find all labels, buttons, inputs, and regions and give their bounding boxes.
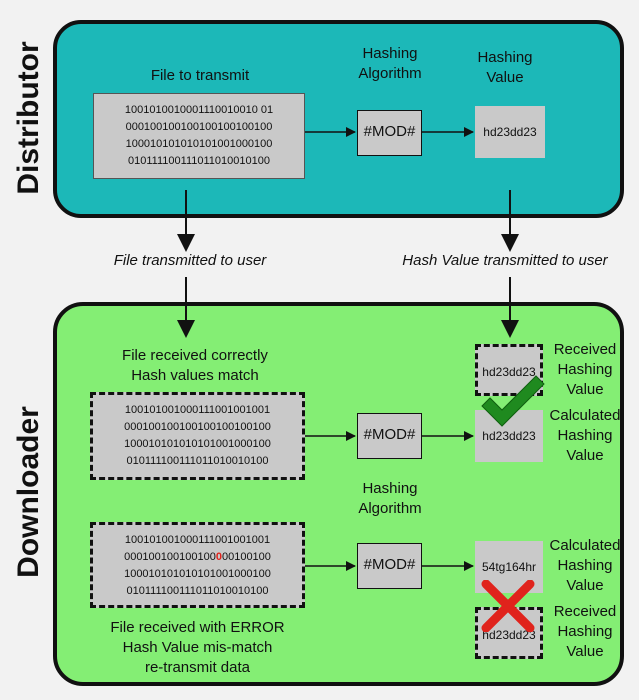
hashing-value-title-line1: Hashing [477,49,533,66]
file-to-transmit-title: File to transmit [150,67,250,84]
file-transmitted-label: File transmitted to user [113,252,267,269]
hashing-value-title-line2: Value [486,69,524,86]
file-line: 010111100111011010010100 [126,455,269,467]
calculated-label-line3: Value [566,447,604,464]
file-line: 100010101010101001000100 [125,138,273,150]
error-bit: 0 [215,551,222,563]
file-line: 100010101010101001000100 [124,438,271,450]
downloader-algo-title-line2: Algorithm [358,500,422,517]
calculated-hash-box-ok: hd23dd23 [475,410,543,462]
err-received-label-line1: Received [553,603,617,620]
hashing-algorithm-title-line1: Hashing [362,45,418,62]
file-line: 010111100111011010010100 [128,155,270,167]
ok-title-line1: File received correctly [122,347,268,364]
err-received-label-line3: Value [566,643,604,660]
hashing-algorithm-title-line2: Algorithm [358,65,422,82]
file-line: 010111100111011010010100 [126,585,269,597]
check-icon [481,375,545,427]
err-received-label-line2: Hashing [557,623,613,640]
received-file-ok-box: 100101001000111001001001 000100100100100… [90,392,305,480]
received-label-line2: Hashing [557,361,613,378]
err-calculated-label-line3: Value [566,577,604,594]
err-calculated-label-line2: Hashing [557,557,613,574]
mod-algorithm-box: #MOD# [357,110,422,156]
file-line-with-error: 000100100100100000100100 [124,551,271,563]
err-calculated-label-line1: Calculated [549,537,621,554]
mod-algorithm-box-ok: #MOD# [357,413,422,459]
file-line: 100010101010101001000100 [124,568,271,580]
file-line: 000100100100100100100100 [124,421,271,433]
hash-transmitted-label: Hash Value transmitted to user [402,252,608,269]
file-line: 1001010010001110010010 01 [124,104,274,116]
downloader-algo-title-line1: Hashing [362,480,418,497]
received-file-error-box: 100101001000111001001001 000100100100100… [90,522,305,608]
file-to-transmit-box: 1001010010001110010010 01 00010010010010… [93,93,305,179]
ok-title-line2: Hash values match [131,367,259,384]
mod-algorithm-box-error: #MOD# [357,543,422,589]
err-title-line3: re-transmit data [144,659,251,676]
err-title-line1: File received with ERROR [110,619,285,636]
cross-icon [481,580,535,632]
err-title-line2: Hash Value mis-match [122,639,273,656]
calculated-label-line2: Hashing [557,427,613,444]
file-line: 100101001000111001001001 [124,534,271,546]
calculated-label-line1: Calculated [549,407,621,424]
file-line: 000100100100100100100100 [125,121,273,133]
file-line: 100101001000111001001001 [124,404,271,416]
received-label-line1: Received [553,341,617,358]
received-label-line3: Value [566,381,604,398]
hash-value-box: hd23dd23 [475,106,545,158]
